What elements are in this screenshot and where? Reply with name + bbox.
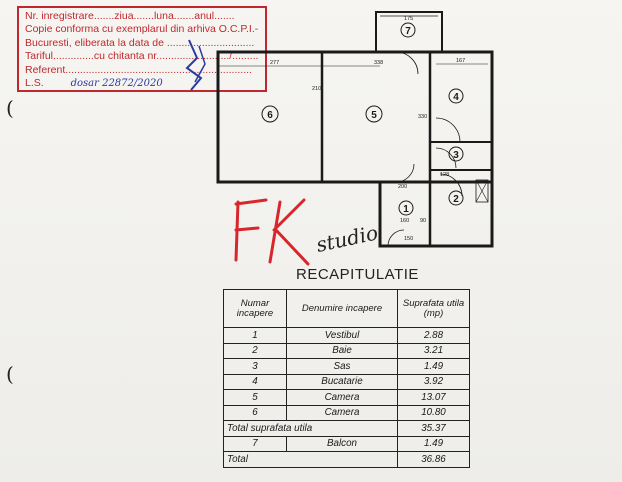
total-row: Total 36.86 — [223, 451, 470, 468]
cell-name: Sas — [286, 358, 398, 375]
dim-label: 200 — [398, 184, 407, 190]
room-number-3: 3 — [453, 150, 459, 161]
table-row: 2 Baie 3.21 — [223, 342, 470, 359]
cell-number: 6 — [223, 404, 287, 421]
cell-name: Baie — [286, 342, 398, 359]
handwritten-file-number: dosar 22872/2020 — [70, 78, 163, 90]
dim-label: 150 — [404, 236, 413, 242]
stamp-line-5: Referent................................… — [25, 63, 252, 76]
balcony-row: 7 Balcon 1.49 — [223, 435, 470, 452]
cell-area: 10.80 — [397, 404, 470, 421]
fk-studio-logo: studio — [234, 198, 380, 266]
cell-name: Vestibul — [286, 327, 398, 344]
cell-area: 1.49 — [397, 358, 470, 375]
cell-name: Bucatarie — [286, 373, 398, 390]
room-number-2: 2 — [453, 194, 459, 205]
margin-mark: ( — [6, 362, 14, 386]
table-row: 1 Vestibul 2.88 — [223, 327, 470, 344]
stamp-line-3: Bucuresti, eliberata la data de ........… — [25, 36, 255, 49]
col-header-area: Suprafata utila (mp) — [397, 289, 470, 328]
col-header-name: Denumire incapere — [286, 289, 398, 328]
cell-area: 3.92 — [397, 373, 470, 390]
table-header-row: Numar incapere Denumire incapere Suprafa… — [223, 289, 470, 328]
total-value: 36.86 — [397, 451, 470, 468]
recap-title: RECAPITULATIE — [296, 266, 419, 283]
room-number-7: 7 — [405, 26, 411, 37]
room-summary-table: Numar incapere Denumire incapere Suprafa… — [223, 289, 470, 468]
dim-label: 277 — [270, 60, 279, 66]
total-util-value: 35.37 — [397, 420, 470, 437]
dim-label: 210 — [312, 86, 321, 92]
floor-plan: 277 338 167 175 210 330 200 160 90 150 1… — [216, 11, 494, 248]
ocpi-stamp: Nr. inregistrare.......ziua.......luna..… — [17, 6, 267, 92]
cell-area: 1.49 — [397, 435, 470, 452]
dim-label: 90 — [420, 218, 426, 224]
cell-area: 3.21 — [397, 342, 470, 359]
total-util-label: Total suprafata utila — [223, 420, 398, 437]
cell-name: Balcon — [286, 435, 398, 452]
cell-number: 7 — [223, 435, 287, 452]
stamp-line-4: Tariful..............cu chitanta nr.....… — [25, 50, 259, 63]
table-row: 6 Camera 10.80 — [223, 404, 470, 421]
cell-number: 1 — [223, 327, 287, 344]
table-row: 4 Bucatarie 3.92 — [223, 373, 470, 390]
dim-label: 175 — [404, 16, 413, 22]
dim-label: 167 — [456, 58, 465, 64]
stamp-line-2: Copie conforma cu exemplarul din arhiva … — [25, 23, 259, 36]
cell-number: 4 — [223, 373, 287, 390]
dim-label: 128 — [440, 172, 449, 178]
margin-mark: ( — [6, 96, 14, 120]
cell-number: 2 — [223, 342, 287, 359]
cell-number: 3 — [223, 358, 287, 375]
dim-label: 338 — [374, 60, 383, 66]
cell-name: Camera — [286, 389, 398, 406]
total-util-row: Total suprafata utila 35.37 — [223, 420, 470, 437]
table-row: 5 Camera 13.07 — [223, 389, 470, 406]
cell-area: 13.07 — [397, 389, 470, 406]
dim-label: 160 — [400, 218, 409, 224]
room-number-1: 1 — [403, 204, 409, 215]
table-row: 3 Sas 1.49 — [223, 358, 470, 375]
room-number-5: 5 — [371, 110, 377, 121]
room-number-6: 6 — [267, 110, 273, 121]
stamp-line-6: L.S. dosar 22872/2020 — [25, 77, 163, 90]
dim-label: 330 — [418, 114, 427, 120]
col-header-number: Numar incapere — [223, 289, 287, 328]
cell-area: 2.88 — [397, 327, 470, 344]
cell-name: Camera — [286, 404, 398, 421]
signature-scribble — [185, 39, 206, 91]
room-number-4: 4 — [453, 92, 459, 103]
stamp-line-1: Nr. inregistrare.......ziua.......luna..… — [25, 10, 235, 22]
cell-number: 5 — [223, 389, 287, 406]
logo-studio-text: studio — [314, 220, 380, 256]
total-label: Total — [223, 451, 398, 468]
